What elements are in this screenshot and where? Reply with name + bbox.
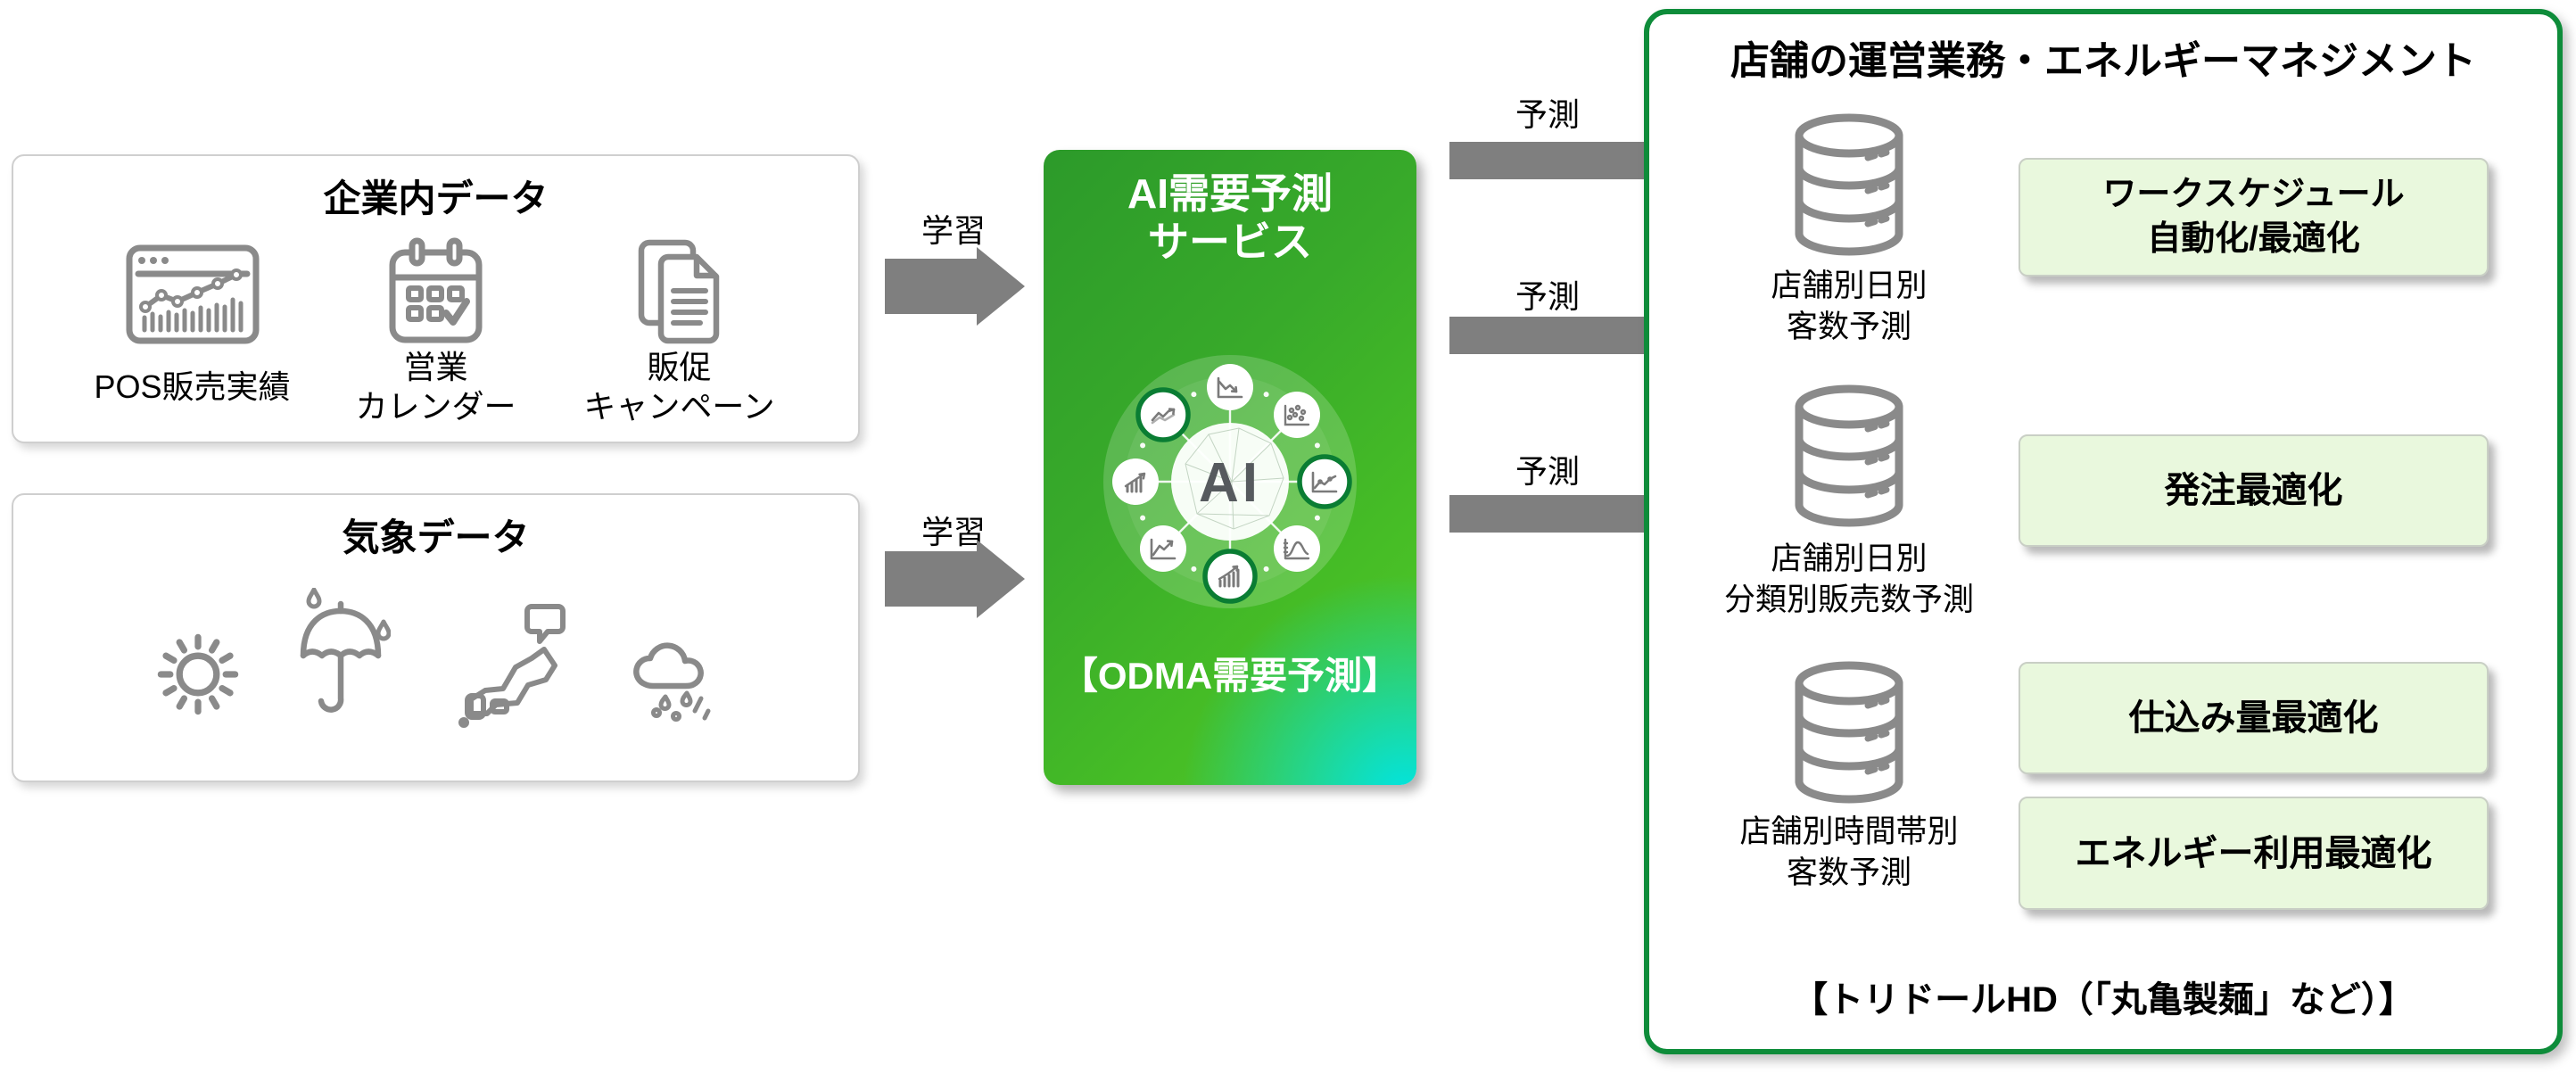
internal-data-panel: 企業内データ	[12, 154, 860, 443]
histogram-bell-icon	[1274, 525, 1320, 572]
predict-label-3: 予測	[1515, 453, 1580, 490]
data-source-pos-label: POS販売実績	[94, 368, 291, 406]
action-order-optimization: 発注最適化	[2019, 434, 2489, 547]
predict-label-2: 予測	[1515, 278, 1580, 315]
odma-product-label: 【ODMA需要予測】	[1060, 655, 1400, 697]
database-icon	[1795, 113, 1903, 256]
learn-label-1: 学習	[921, 212, 986, 249]
rising-line-icon	[1140, 525, 1186, 572]
sun-icon	[157, 633, 238, 715]
internal-data-title: 企業内データ	[323, 178, 549, 219]
data-source-calendar-label: 営業 カレンダー	[355, 349, 516, 425]
learn-arrow-2	[885, 540, 1025, 618]
ai-network-emblem-icon: AI	[1103, 355, 1357, 608]
action-energy-optimization: エネルギー利用最適化	[2019, 797, 2489, 910]
declining-chart-icon	[1207, 364, 1253, 410]
weather-data-panel: 気象データ	[12, 493, 860, 782]
prediction-db-label-2: 店舗別日別 分類別販売数予測	[1723, 541, 1974, 617]
scatter-plot-icon	[1274, 392, 1320, 438]
learn-label-2: 学習	[921, 514, 986, 550]
data-source-promotion: 販促 キャンペーン	[557, 227, 801, 430]
data-source-calendar: 営業 カレンダー	[314, 227, 557, 430]
ai-core-label: AI	[1199, 452, 1261, 514]
ai-service-box: AI需要予測 サービス AI	[1044, 150, 1416, 785]
learn-arrow-1	[885, 247, 1025, 326]
store-operations-title: 店舗の運営業務・エネルギーマネジメント	[1730, 39, 2476, 83]
business-calendar-icon	[389, 237, 483, 343]
japan-map-icon	[458, 604, 566, 728]
line-chart-icon	[1297, 454, 1352, 509]
ascending-bars-icon	[1112, 458, 1159, 505]
data-source-pos: POS販売実績	[70, 227, 314, 430]
company-note: 【トリドールHD（「丸亀製麺」など）】	[1792, 980, 2415, 1020]
pos-sales-chart-icon	[126, 244, 259, 344]
ai-service-title: AI需要予測 サービス	[1127, 170, 1333, 266]
action-work-schedule: ワークスケジュール 自動化/最適化	[2019, 158, 2489, 277]
data-source-promotion-label: 販促 キャンペーン	[583, 349, 775, 425]
weather-icon-row	[13, 588, 858, 728]
prediction-db-label-3: 店舗別時間帯別 客数予測	[1739, 814, 1959, 890]
database-icon	[1795, 384, 1903, 527]
multi-line-chart-icon	[1135, 387, 1191, 442]
internal-data-icon-row: POS販売実績	[13, 227, 858, 430]
database-icon	[1795, 661, 1903, 804]
promotion-documents-icon	[638, 239, 719, 344]
umbrella-rain-icon	[300, 588, 391, 713]
growth-bars-icon	[1202, 549, 1258, 604]
weather-data-title: 気象データ	[342, 516, 530, 558]
action-prep-optimization: 仕込み量最適化	[2019, 662, 2489, 774]
rain-cloud-icon	[632, 642, 710, 722]
predict-label-1: 予測	[1515, 96, 1580, 133]
prediction-db-label-1: 店舗別日別 客数予測	[1771, 268, 1928, 344]
